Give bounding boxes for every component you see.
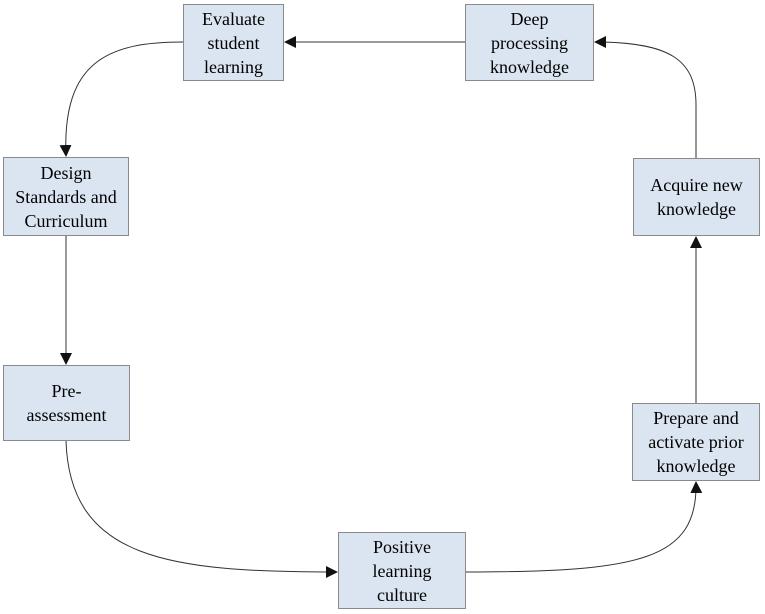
node-acquire-new-knowledge: Acquire new knowledge — [633, 158, 760, 236]
arrow-evaluate-to-design — [59, 41, 184, 157]
node-prepare-activate-prior-knowledge: Prepare and activate prior knowledge — [632, 403, 760, 481]
arrow-pre-to-positive — [65, 440, 338, 578]
node-evaluate-student-learning: Evaluate student learning — [183, 4, 284, 81]
node-pre-assessment: Pre- assessment — [3, 365, 130, 441]
node-deep-processing-knowledge: Deep processing knowledge — [465, 4, 594, 81]
arrow-positive-to-prepare — [465, 481, 703, 573]
node-positive-learning-culture: Positive learning culture — [338, 532, 466, 609]
arrow-acquire-to-deep — [594, 36, 697, 158]
node-design-standards-curriculum: Design Standards and Curriculum — [3, 157, 129, 236]
